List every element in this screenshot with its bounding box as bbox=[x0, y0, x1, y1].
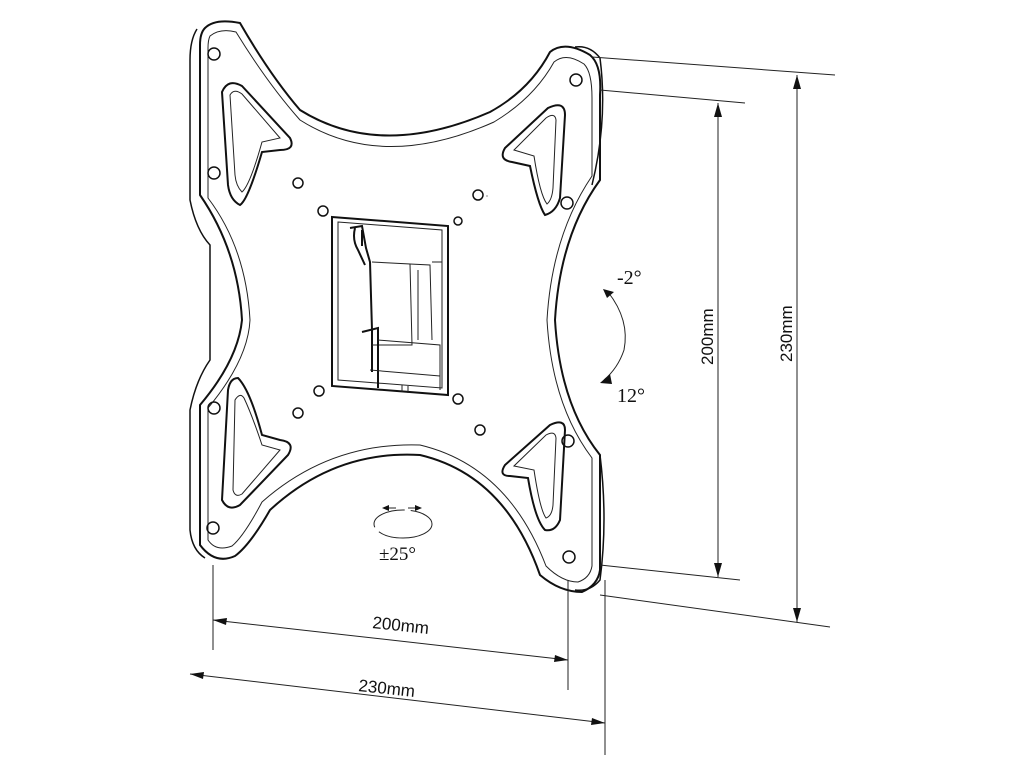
center-bracket bbox=[331, 215, 449, 397]
hole bbox=[452, 393, 464, 405]
hole bbox=[292, 177, 304, 189]
inner-height-label: 200mm bbox=[698, 308, 717, 365]
hole bbox=[472, 189, 484, 201]
hole bbox=[292, 407, 304, 419]
hole bbox=[317, 205, 329, 217]
hole bbox=[474, 424, 486, 436]
tilt-up-label: -2° bbox=[617, 267, 642, 289]
hole bbox=[207, 166, 221, 180]
cutout-top-right bbox=[501, 104, 567, 217]
outer-width-label: 230mm bbox=[358, 676, 416, 701]
arrow-left-icon bbox=[382, 505, 389, 511]
hole bbox=[206, 521, 220, 535]
hole bbox=[561, 434, 575, 448]
cutout-bottom-left bbox=[220, 376, 292, 509]
arrow-up-icon bbox=[603, 289, 614, 298]
triangle-cutouts bbox=[220, 82, 567, 532]
arrow-down-icon bbox=[600, 374, 612, 384]
inner-width-label: 200mm bbox=[372, 613, 430, 638]
mounting-plate bbox=[189, 20, 605, 594]
cutout-bottom-right bbox=[501, 421, 567, 532]
cutout-top-left bbox=[220, 82, 293, 207]
mounting-holes bbox=[206, 47, 583, 564]
hole bbox=[207, 47, 221, 61]
tilt-down-label: 12° bbox=[617, 385, 645, 407]
hole bbox=[453, 216, 463, 226]
height-dimensions: 200mm 230mm bbox=[591, 56, 836, 628]
hole bbox=[207, 401, 221, 415]
swivel-indicator: ±25° bbox=[373, 505, 433, 565]
hole bbox=[569, 73, 583, 87]
hole bbox=[562, 550, 576, 564]
hole bbox=[560, 196, 574, 210]
hole bbox=[313, 385, 325, 397]
arrow-right-icon bbox=[415, 505, 422, 511]
outer-height-label: 230mm bbox=[777, 305, 796, 362]
width-dimensions: 200mm 230mm bbox=[189, 565, 606, 755]
swivel-label: ±25° bbox=[379, 544, 416, 565]
tilt-indicator: -2° 12° bbox=[600, 267, 645, 407]
